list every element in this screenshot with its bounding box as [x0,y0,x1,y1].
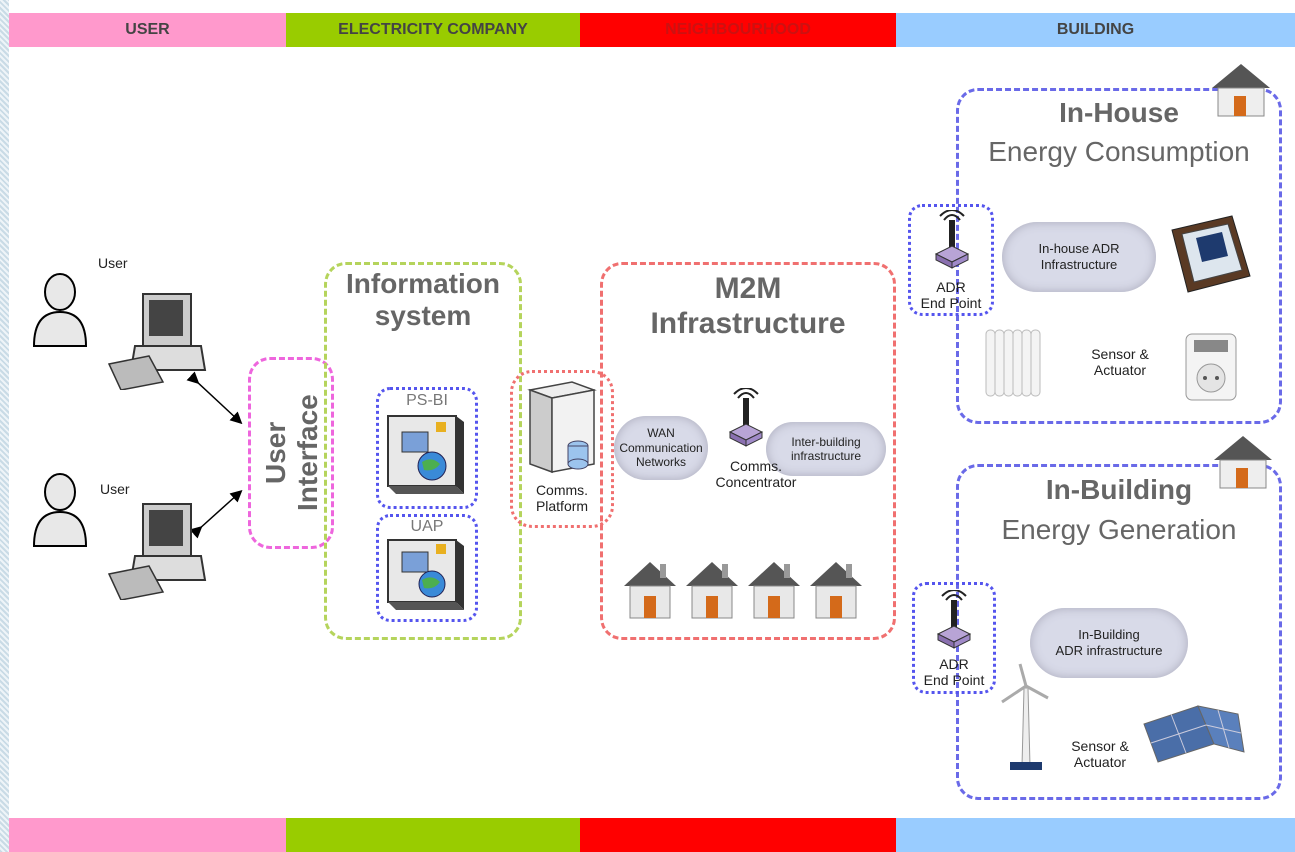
in-building-endpoint-box [912,582,996,694]
computer-icon [107,293,207,390]
band-building-bottom [896,818,1295,852]
house-icon [1212,64,1270,117]
user-interface-line1: User [259,421,291,485]
wind-turbine-icon [1001,663,1049,770]
m2m-line2: Infrastructure [650,306,846,340]
band-user: USER [9,13,286,47]
in-building-subtitle: Energy Generation [1001,514,1237,545]
m2m-line1: M2M [714,272,782,305]
user-interface-line2: Interface [292,394,323,512]
band-electricity-company-bottom [286,818,580,852]
m2m-infrastructure-box [600,262,896,640]
inter-building-cloud: Inter-building infrastructure [766,422,886,476]
uap-box [376,514,478,622]
uap-label: UAP [410,518,444,535]
server-app-icon [387,539,464,610]
m2m-title: M2M Infrastructure [600,272,896,341]
psbi-box [376,387,478,509]
information-system-box [324,262,522,640]
in-house-subtitle: Energy Consumption [988,136,1250,167]
comms-platform-text: Comms. Platform [535,482,589,515]
psbi-label: PS-BI [406,392,448,409]
radiator-icon [985,329,1041,397]
user-person-icon [32,273,88,347]
in-building-adr-cloud: In-Building ADR infrastructure [1030,608,1188,678]
in-building-endpoint-label: ADR End Point [912,656,996,688]
smart-plug-icon [1185,333,1237,401]
in-house-title: In-House [1059,97,1179,128]
user-person-icon [32,473,88,547]
left-edge-pattern [0,0,9,852]
solar-panel-icon [1143,705,1245,763]
information-system-title: Information system [324,268,522,332]
concentrator-label: Comms. Concentrator [706,458,806,490]
info-system-line2: system [374,300,472,332]
in-house-endpoint-label: ADR End Point [908,279,994,311]
user-interface-box [248,357,334,549]
house-icon [1214,436,1272,489]
wan-cloud: WAN Communication Networks [614,416,708,480]
house-icon [810,562,862,619]
user-interface-title: User Interface [254,364,330,542]
comms-platform-box [510,370,614,528]
antenna-endpoint-icon [934,210,970,269]
concentrator-text: Comms. Concentrator [715,458,797,491]
band-building: BUILDING [896,13,1295,47]
info-system-line1: Information [346,268,500,299]
band-neighbourhood-bottom [580,818,896,852]
in-building-endpoint-text: ADR End Point [923,656,985,689]
house-icon [686,562,738,619]
server-icon [527,381,597,474]
band-electricity-company: ELECTRICITY COMPANY [286,13,580,47]
thermostat-tablet-icon [1171,215,1251,293]
in-building-title: In-Building [1045,474,1193,505]
antenna-endpoint-icon [936,590,972,649]
server-app-icon [387,415,464,494]
in-house-endpoint-text: ADR End Point [920,279,982,312]
band-neighbourhood: NEIGHBOURHOOD [580,13,896,47]
comms-platform-label: Comms. Platform [510,482,614,514]
user-label-top: User [98,255,128,271]
in-building-sensor-text: Sensor & Actuator [1071,738,1129,771]
in-house-sensor-label: Sensor & Actuator [1080,346,1160,378]
house-icon [624,562,676,619]
in-house-endpoint-box [908,204,994,316]
house-icon [748,562,800,619]
in-building-sensor-label: Sensor & Actuator [1060,738,1140,770]
computer-icon [107,503,207,600]
band-user-bottom [9,818,286,852]
in-house-adr-cloud: In-house ADR Infrastructure [1002,222,1156,292]
antenna-concentrator-icon [728,388,764,447]
user-label-bottom: User [100,481,130,497]
houses-row [624,562,862,619]
in-house-sensor-text: Sensor & Actuator [1091,346,1149,379]
